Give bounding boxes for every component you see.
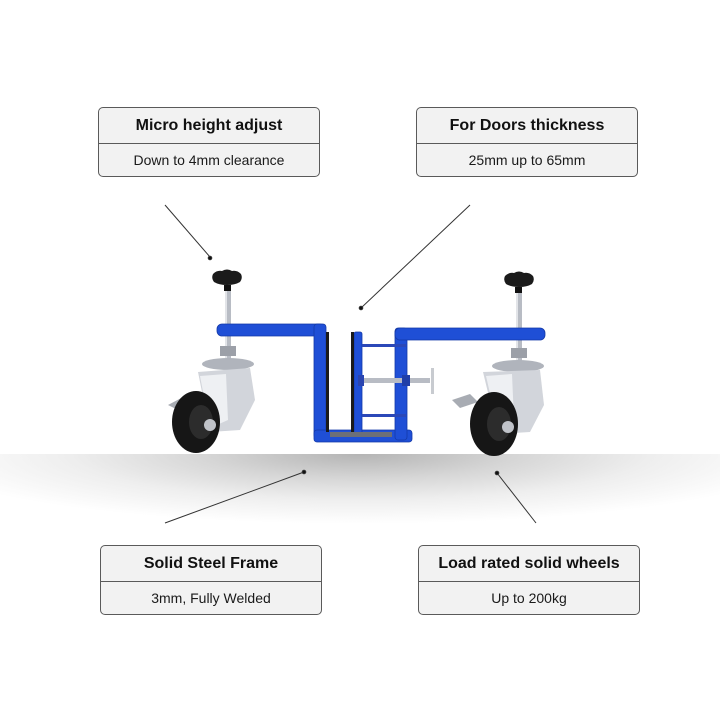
callout-subtitle: Up to 200kg	[491, 590, 567, 606]
callout-title: Solid Steel Frame	[101, 546, 321, 582]
callout-door-thickness: For Doors thickness 25mm up to 65mm	[416, 107, 638, 177]
callout-title: Micro height adjust	[99, 108, 319, 144]
callout-solid-wheels: Load rated solid wheels Up to 200kg	[418, 545, 640, 615]
callout-subtitle: 25mm up to 65mm	[468, 152, 586, 168]
callout-steel-frame: Solid Steel Frame 3mm, Fully Welded	[100, 545, 322, 615]
callout-title: For Doors thickness	[417, 108, 637, 144]
callout-micro-height-adjust: Micro height adjust Down to 4mm clearanc…	[98, 107, 320, 177]
callout-title: Load rated solid wheels	[419, 546, 639, 582]
callout-subtitle: 3mm, Fully Welded	[151, 590, 271, 606]
floor-shadow	[0, 454, 720, 524]
right-caster	[452, 271, 544, 456]
left-caster	[168, 269, 255, 453]
steel-frame	[216, 323, 546, 443]
leader-lines	[164, 204, 537, 524]
callout-subtitle: Down to 4mm clearance	[133, 152, 285, 168]
